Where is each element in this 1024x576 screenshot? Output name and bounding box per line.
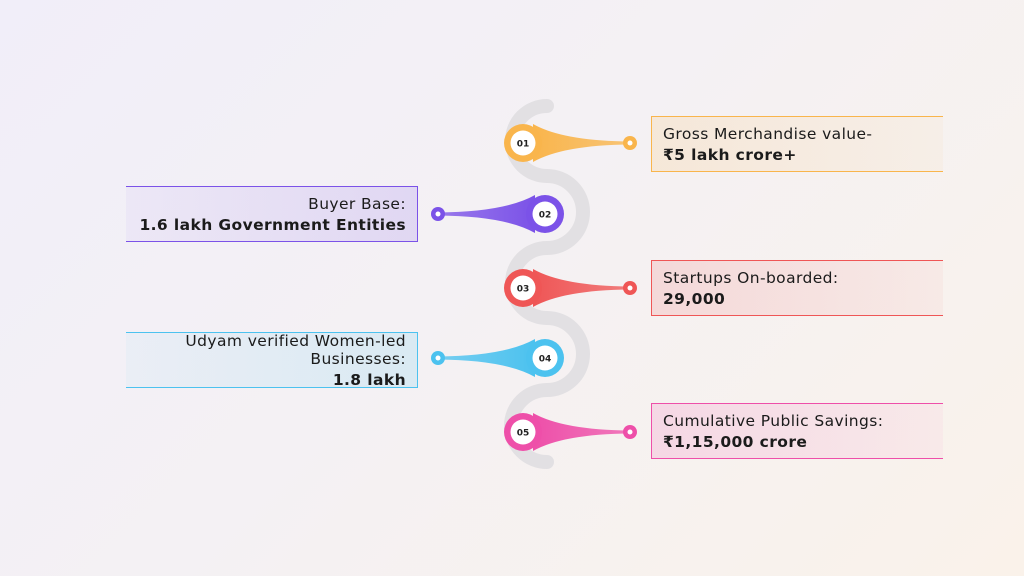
stat-value: 29,000 bbox=[663, 289, 726, 308]
connector-end-dot-center bbox=[627, 429, 633, 435]
stat-value: ₹1,15,000 crore bbox=[663, 432, 808, 451]
step-number: 05 bbox=[517, 429, 530, 439]
stat-card-gross-merchandise: Gross Merchandise value- ₹5 lakh crore+ bbox=[651, 116, 943, 172]
stat-label: Gross Merchandise value- bbox=[663, 124, 873, 143]
stat-value: 1.6 lakh Government Entities bbox=[139, 215, 406, 234]
step-pin-center bbox=[510, 275, 536, 301]
step-number: 04 bbox=[539, 355, 552, 365]
step-pin-center bbox=[532, 345, 558, 371]
stat-card-buyer-base: Buyer Base: 1.6 lakh Government Entities bbox=[126, 186, 418, 242]
connector-tail bbox=[438, 195, 535, 233]
connector-tail bbox=[533, 269, 630, 307]
stat-label: Buyer Base: bbox=[308, 194, 406, 213]
step-number: 02 bbox=[539, 211, 552, 221]
connector-end-dot-center bbox=[435, 355, 441, 361]
connector-tail bbox=[533, 124, 630, 162]
connector-tail bbox=[438, 339, 535, 377]
connector-tail bbox=[533, 413, 630, 451]
stat-label: Startups On-boarded: bbox=[663, 268, 839, 287]
step-number: 03 bbox=[517, 285, 530, 295]
stat-label: Cumulative Public Savings: bbox=[663, 411, 884, 430]
step-pin-center bbox=[510, 130, 536, 156]
connector-end-dot-center bbox=[627, 285, 633, 291]
stat-value: 1.8 lakh bbox=[332, 370, 406, 389]
stat-label: Udyam verified Women-led Businesses: bbox=[185, 331, 406, 368]
step-pin-center bbox=[532, 201, 558, 227]
step-pin-center bbox=[510, 419, 536, 445]
connector-end-dot-center bbox=[627, 140, 633, 146]
stat-card-women-led-businesses: Udyam verified Women-led Businesses: 1.8… bbox=[126, 331, 418, 389]
connector-end-dot-center bbox=[435, 211, 441, 217]
stat-card-public-savings: Cumulative Public Savings: ₹1,15,000 cro… bbox=[651, 403, 943, 459]
step-number: 01 bbox=[517, 140, 530, 150]
stat-card-startups: Startups On-boarded: 29,000 bbox=[651, 260, 943, 316]
stat-value: ₹5 lakh crore+ bbox=[663, 145, 797, 164]
